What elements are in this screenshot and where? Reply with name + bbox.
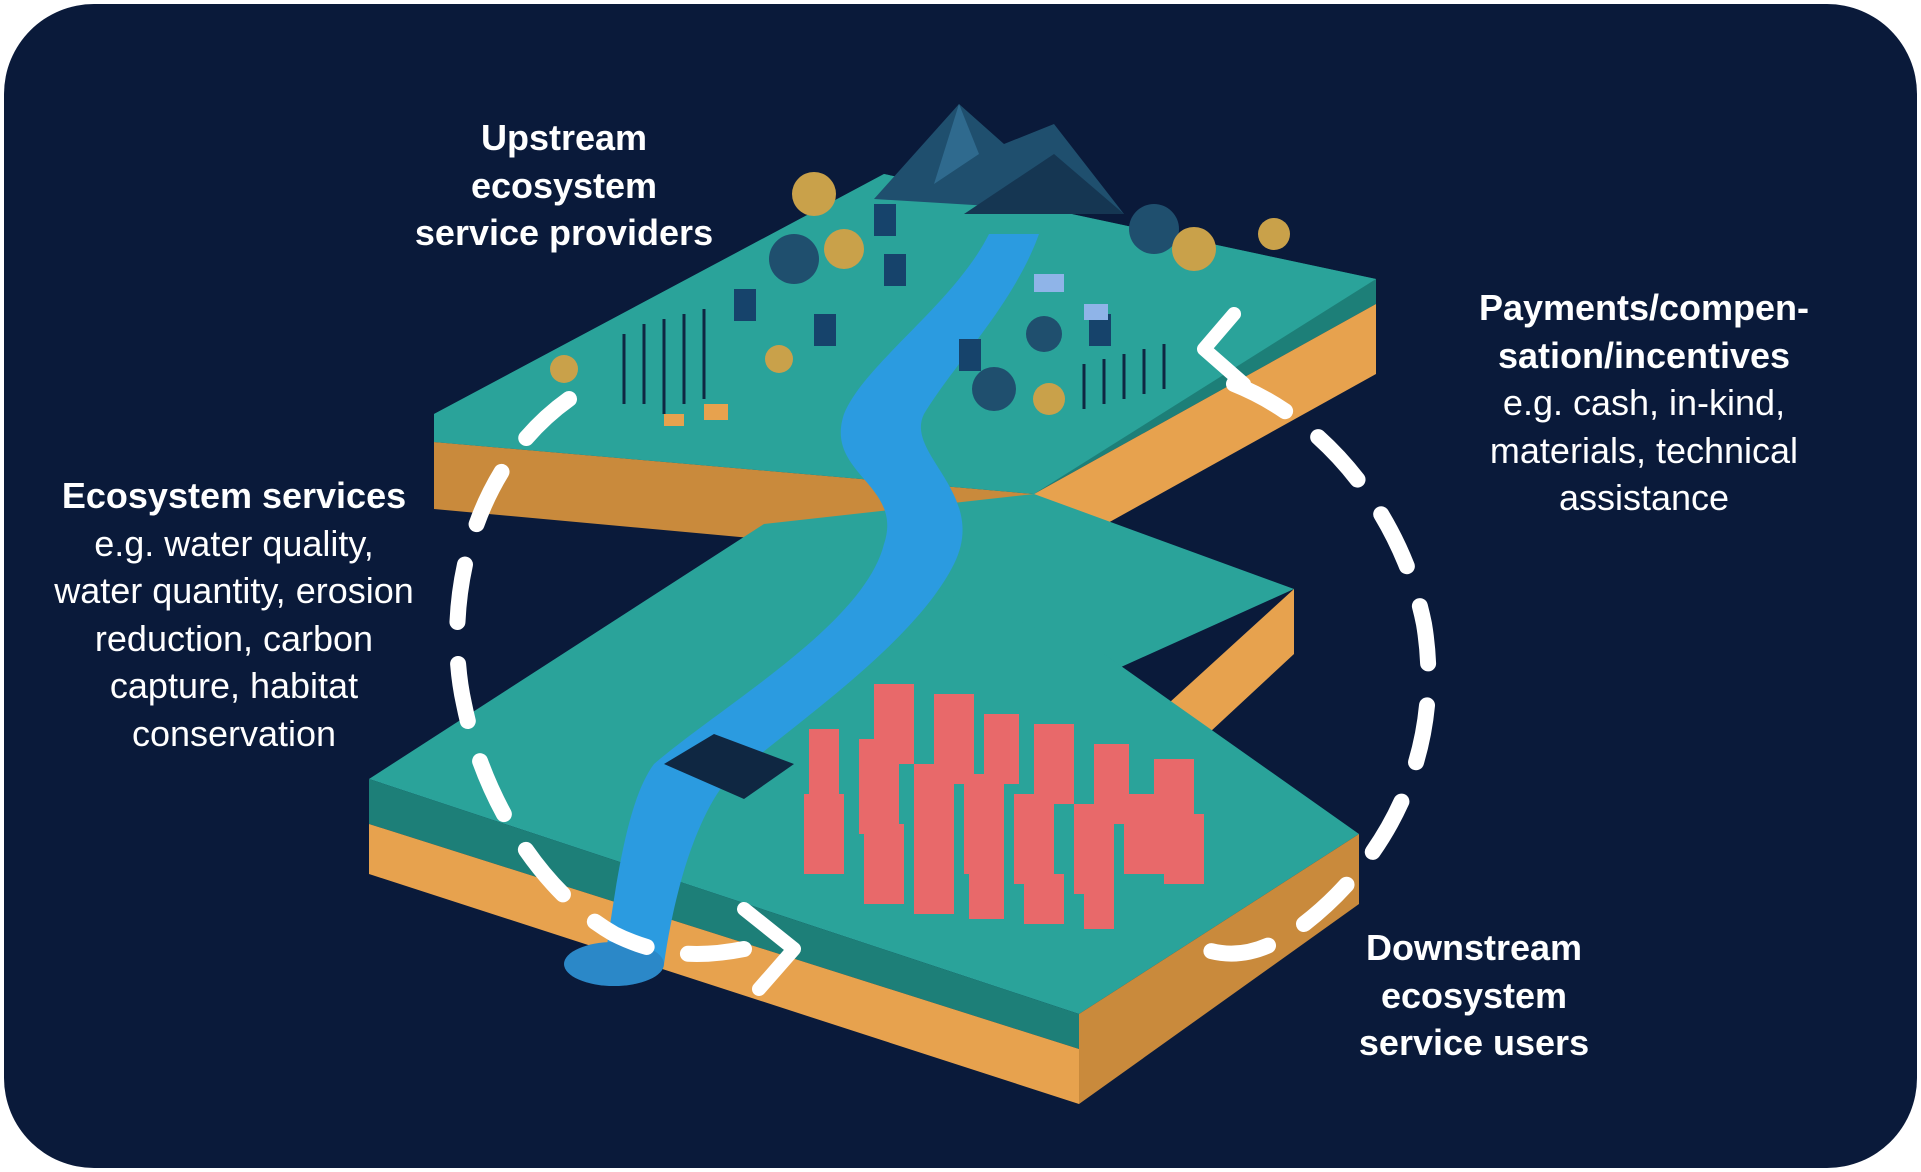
- cycle-arrowhead-right: [737, 902, 801, 996]
- diagram-panel: Upstream ecosystem service providers Eco…: [4, 4, 1917, 1168]
- downstream-line-3: service users: [1358, 1022, 1590, 1064]
- downstream-line-1: Downstream: [1365, 927, 1583, 968]
- mountain-illustration: [874, 104, 1124, 214]
- ecosystem-services-line-5: conservation: [131, 712, 337, 754]
- downstream-users-label: Downstream ecosystem service users: [1334, 924, 1614, 1067]
- payments-line-3: assistance: [1558, 477, 1730, 519]
- upstream-line-1: Upstream: [480, 117, 648, 158]
- ecosystem-services-line-1: e.g. water quality,: [94, 522, 374, 564]
- houses-illustration: [734, 204, 1111, 371]
- livestock-illustration: [664, 274, 1108, 426]
- cycle-arrow: [449, 376, 1437, 962]
- bridge: [664, 734, 794, 799]
- payments-line-1: e.g. cash, in-kind,: [1502, 382, 1786, 424]
- city-buildings: [804, 684, 1204, 929]
- downstream-line-2: ecosystem: [1380, 974, 1568, 1016]
- payments-heading-line-1: Payments/compen-: [1478, 287, 1810, 328]
- cycle-arrowhead-up: [1197, 307, 1251, 391]
- trees-illustration: [550, 172, 1290, 415]
- crop-field: [622, 309, 1166, 414]
- payments-label: Payments/compen- sation/incentives e.g. …: [1444, 284, 1844, 522]
- landscape-illustration: [369, 104, 1437, 1104]
- upstream-providers-label: Upstream ecosystem service providers: [384, 114, 744, 257]
- ecosystem-services-line-3: reduction, carbon: [94, 617, 374, 659]
- payments-heading-line-2: sation/incentives: [1497, 334, 1791, 376]
- ecosystem-services-line-4: capture, habitat: [109, 665, 359, 707]
- ecosystem-services-line-2: water quantity, erosion: [54, 570, 414, 612]
- upstream-line-2: ecosystem: [470, 164, 658, 206]
- upstream-line-3: service providers: [414, 212, 714, 254]
- payments-line-2: materials, technical: [1489, 429, 1799, 471]
- ecosystem-services-heading: Ecosystem services: [61, 475, 407, 516]
- ecosystem-services-label: Ecosystem services e.g. water quality, w…: [24, 472, 444, 757]
